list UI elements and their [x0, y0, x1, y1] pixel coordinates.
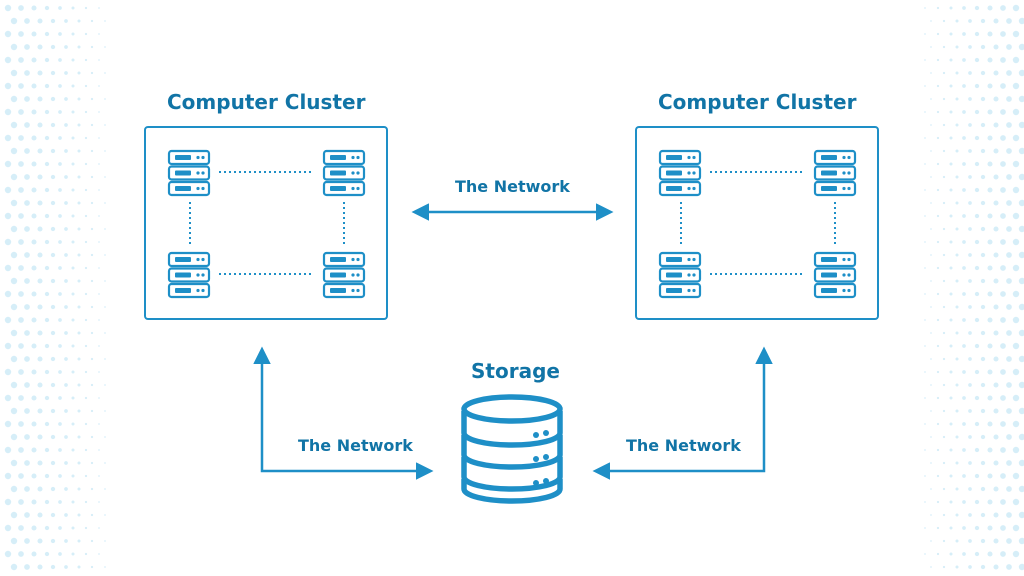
dot-pattern-left	[4, 4, 106, 571]
arrow-right-to-storage	[592, 346, 773, 480]
network-label-left: The Network	[298, 436, 413, 455]
database-icon	[461, 394, 563, 504]
dot-pattern-right	[924, 4, 1024, 571]
cluster-title-left: Computer Cluster	[167, 90, 366, 114]
cluster-links-right	[680, 171, 836, 275]
cluster-links-left	[189, 171, 345, 275]
arrow-left-to-storage	[253, 346, 434, 480]
network-label-right: The Network	[626, 436, 741, 455]
cluster-title-right: Computer Cluster	[658, 90, 857, 114]
storage-title: Storage	[471, 359, 560, 383]
network-label-top: The Network	[455, 177, 570, 196]
